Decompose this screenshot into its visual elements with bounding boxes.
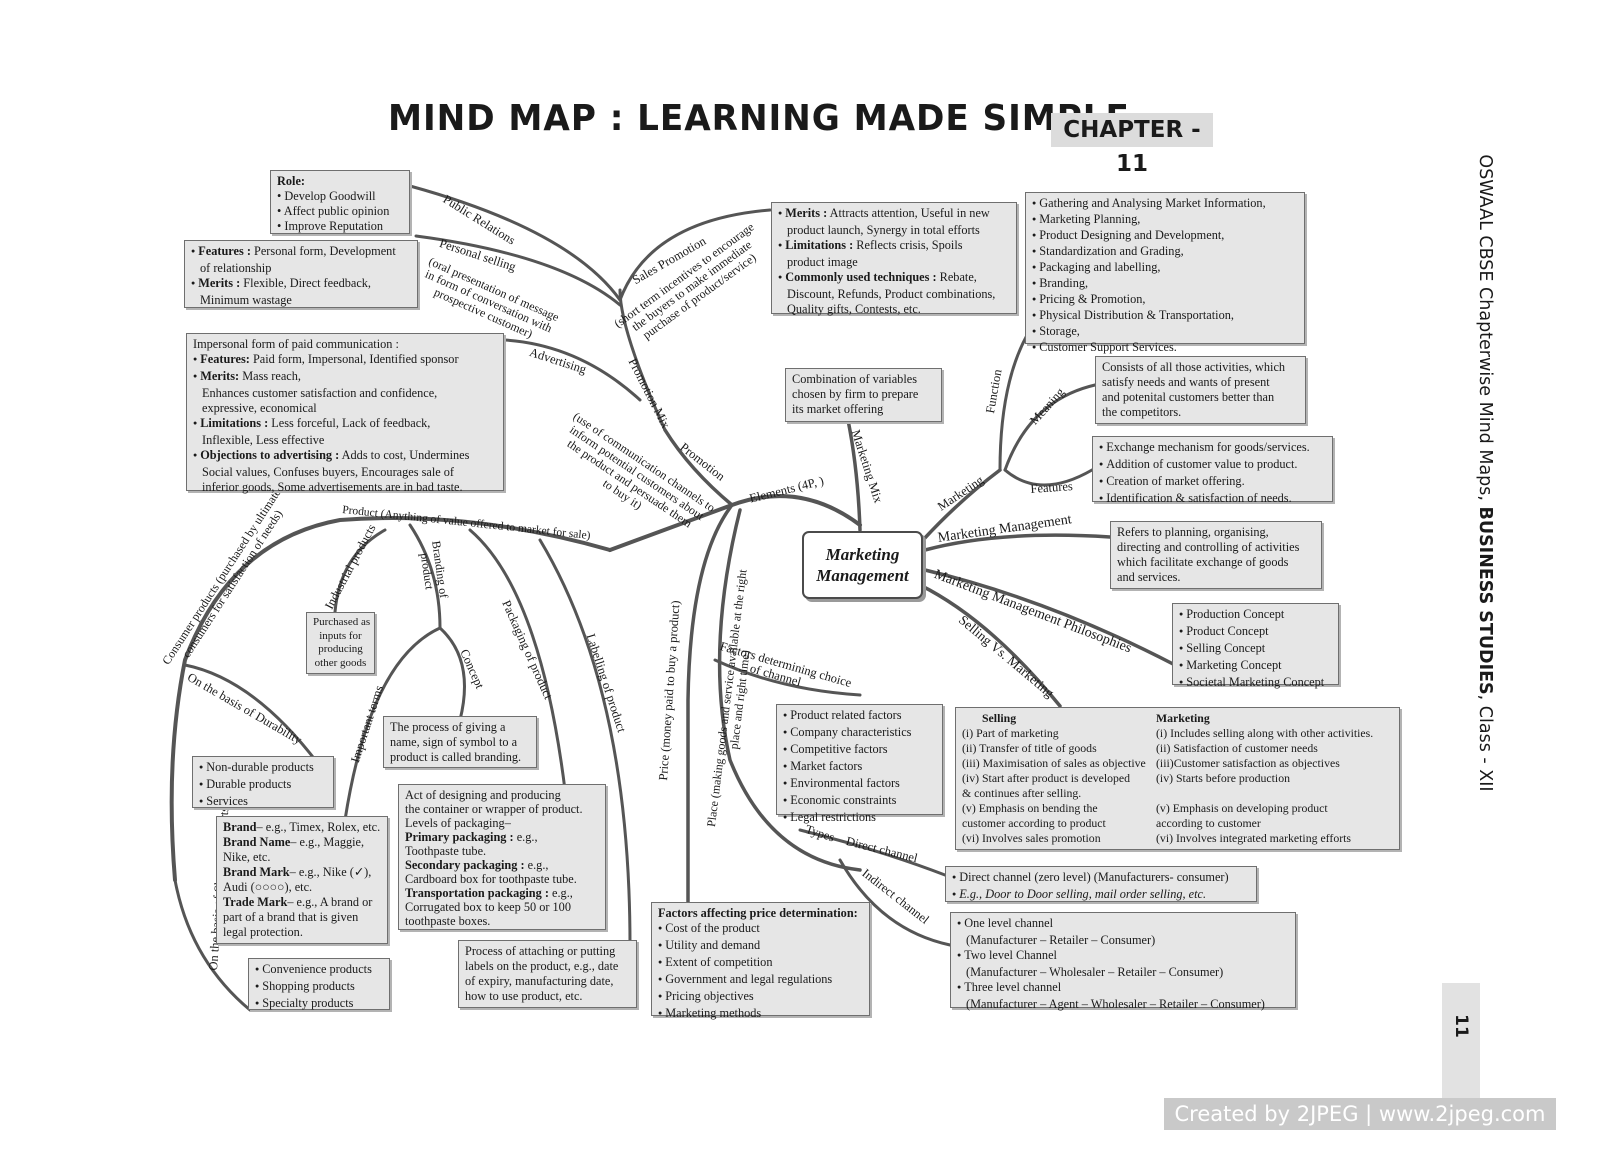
packaging-box: Act of designing and producing the conta… [398,784,606,930]
chapter-badge: CHAPTER - 11 [1051,113,1213,177]
brand-terms-box: Brand– e.g., Timex, Rolex, etc. Brand Na… [216,816,388,944]
sales-promotion-box: Merits : Attracts attention, Useful in n… [771,202,1017,316]
meaning-box: Consists of all those activities, which … [1095,356,1306,424]
branch-direct [798,828,947,877]
page-number: 11 [1450,1014,1471,1038]
branch-labelling [538,538,632,947]
branch-public-relations [408,184,622,302]
channel-factors-box: Product related factors Company characte… [776,704,943,824]
branch-meaning [1003,383,1097,472]
side-text-subject: BUSINESS STUDIES [1475,506,1495,695]
branch-indirect [838,858,952,947]
personal-selling-box: Features : Personal form, Development of… [184,240,418,308]
branch-promotion [663,428,734,507]
branding-box: The process of giving a name, sign of sy… [383,716,537,768]
central-node: Marketing Management [802,531,923,599]
branch-product [169,516,612,882]
marketing-mix-box: Combination of variables chosen by firm … [785,368,942,422]
durability-box: Non-durable products Durable products Se… [192,756,334,808]
branch-marketing [921,468,1002,542]
central-line2: Management [816,566,909,585]
branch-channel-factors [713,658,862,697]
branch-advertising [503,338,642,402]
central-line1: Marketing [825,545,900,564]
side-banner: OSWAAL CBSE Chapterwise Mind Maps, BUSIN… [1470,108,1500,848]
branch-place [717,508,862,872]
branch-philosophies [923,568,1177,667]
branch-selling-vs-marketing [918,583,1062,708]
branch-features [1003,468,1094,487]
role-box: Role: • Develop Goodwill • Affect public… [270,170,410,234]
branch-personal-selling [414,234,622,307]
side-text-part1: OSWAAL CBSE Chapterwise Mind Maps, [1475,154,1495,507]
page-title: MIND MAP : LEARNING MADE SIMPLE [388,98,1130,139]
price-factors-box: Factors affecting price determination: C… [651,902,870,1020]
watermark: Created by 2JPEG | www.2jpeg.com [1164,1098,1556,1130]
side-text-class: , Class - XII [1475,694,1495,792]
shopping-box: Convenience products Shopping products S… [248,958,390,1010]
indirect-channel-box: One level channel (Manufacturer – Retail… [950,912,1296,1011]
labelling-box: Process of attaching or putting labels o… [458,940,637,1008]
philosophies-box: Production Concept Product Concept Selli… [1172,603,1339,689]
selling-vs-marketing-box: Selling (i) Part of marketing (ii) Trans… [955,707,1400,850]
branch-elements [608,494,862,552]
branch-shopping [173,878,252,1012]
branch-important-terms [343,626,442,822]
features-box: Exchange mechanism for goods/services. A… [1092,436,1333,505]
industrial-box: Purchased as inputs for producing other … [306,612,375,674]
branch-branding [408,523,442,630]
branch-sales-promotion [618,208,772,302]
branch-marketing-mix [846,418,862,532]
direct-channel-box: Direct channel (zero level) (Manufacture… [945,866,1257,902]
branch-function [998,328,1032,472]
branch-industrial [333,528,387,614]
branch-packaging [468,528,567,792]
functions-box: Gathering and Analysing Market Informati… [1025,192,1305,354]
marketing-management-box: Refers to planning, organising, directin… [1110,521,1322,589]
branch-concept [438,626,466,722]
branch-marketing-management [923,533,1112,552]
advertising-box: Impersonal form of paid communication : … [186,333,504,494]
branch-price [686,503,734,907]
label-features: Features [1030,479,1074,496]
